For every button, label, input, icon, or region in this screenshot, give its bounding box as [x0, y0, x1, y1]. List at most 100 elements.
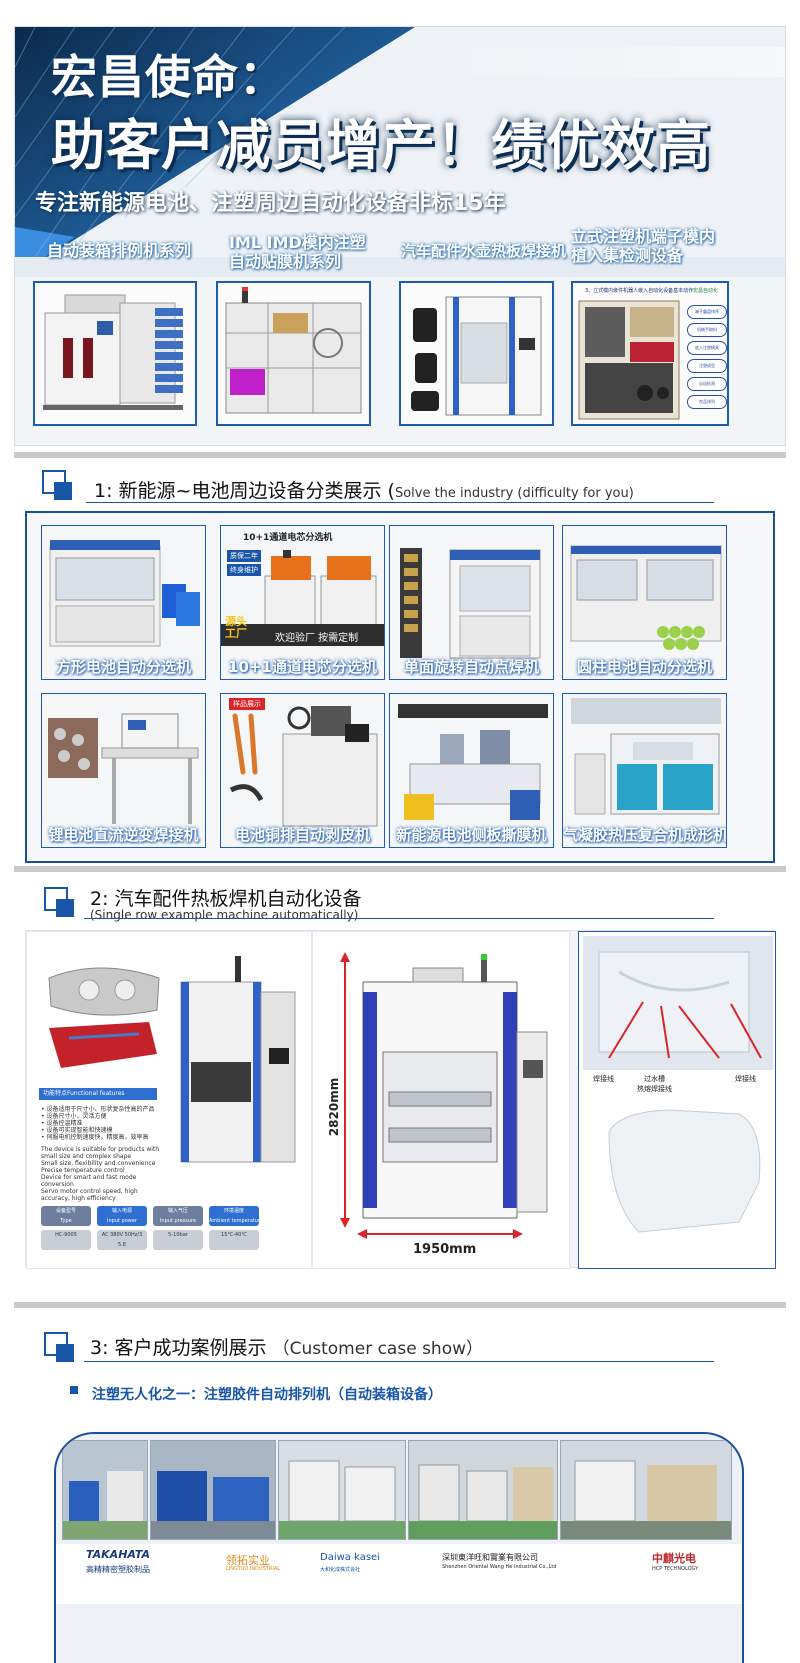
weld-label: 焊接线: [593, 1075, 614, 1083]
product-card-label: 方形电池自动分选机: [55, 658, 191, 676]
feature-cn: • 设备尺寸小，灵活方便: [41, 1113, 107, 1120]
logo-daiwa-sub: 大和化成株式会社: [320, 1567, 361, 1573]
case-photo: [278, 1440, 406, 1540]
iml-machine-illustration: [225, 287, 362, 414]
section-2-title-text: 汽车配件热板焊机自动化设备: [114, 888, 362, 910]
section-1-subtitle: Solve the industry (difficulty for you): [394, 486, 634, 501]
diagram-step: 良品排列: [687, 395, 727, 409]
cylinder-battery-sorter-image: [570, 545, 722, 650]
spec-value: HC-9005: [41, 1230, 91, 1250]
feature-cn: • 设备可实现智能和快速模: [41, 1127, 113, 1134]
diagram-step: 注塑成型: [687, 359, 727, 373]
diagram-step: 自动检测: [687, 377, 727, 391]
product-card-label: 新能源电池侧板撕膜机: [396, 826, 547, 844]
section-1-number: 1:: [94, 480, 113, 502]
section-1-title: 1: 新能源~电池周边设备分类展示 (Solve the industry (d…: [94, 476, 634, 503]
weld-detail: 焊接线 过水槽 热熔焊接线 焊接线: [578, 931, 776, 1269]
dimension-drawing: [340, 952, 548, 1239]
section-divider: [14, 1302, 786, 1308]
logo-wanghe: 深圳東洋旺和實業有限公司: [442, 1553, 538, 1562]
cell2-tag: 质保二年: [227, 550, 261, 562]
logo-takahata: TAKAHATA: [86, 1548, 151, 1561]
hero-banner: 宏昌使命： 助客户减员增产！绩优效高 专注新能源电池、注塑周边自动化设备非标15…: [14, 26, 786, 446]
channel-sorter-image: [264, 550, 377, 632]
hero-title-line1: 宏昌使命：: [51, 50, 286, 104]
product-card: 单面旋转自动点焊机: [389, 525, 554, 680]
case-photo: [408, 1440, 558, 1540]
product-card-label: 锂电池直流逆变焊接机: [48, 826, 199, 844]
feature-en: Device for smart and fast mode conversio…: [41, 1174, 137, 1188]
packing-machine-illustration: [43, 294, 183, 410]
case-headline: 注塑无人化之一：注塑胶件自动排列机（自动装箱设备）: [92, 1387, 442, 1403]
bullet-square-icon: [70, 1386, 78, 1394]
hero-product-image-4: 3、立式模内嵌件机器人嵌入自动化设备基本动作 宏昌自动化 端子震盘排序 机械手取…: [571, 281, 729, 426]
product-card: 圆柱电池自动分选机: [562, 525, 727, 680]
diagram-steps: 端子震盘排序 机械手取料 放入注塑模具 注塑成型 自动检测 良品排列: [687, 305, 727, 409]
hero-product-image-3: [399, 281, 554, 426]
section-3-underline: [84, 1361, 714, 1362]
logo-zhongqi-sub: HCP TECHNOLOGY: [652, 1566, 699, 1572]
cell2-banner-source: 源头 工厂: [225, 615, 247, 640]
product-card-label: 气凝胶热压复合机成形机: [563, 826, 727, 844]
case-photo: [150, 1440, 276, 1540]
hero-subtitle: 专注新能源电池、注塑周边自动化设备非标15年: [35, 191, 506, 216]
cell2-banner: 源头 工厂 欢迎验厂 按需定制: [221, 616, 384, 646]
weld-label: 过水槽 热熔焊接线: [637, 1075, 672, 1093]
inverter-welder-image: [48, 713, 199, 824]
logo-zhongqi: 中麒光电: [652, 1552, 696, 1565]
hero-product-image-1: [33, 281, 197, 426]
section-1-title-text: 新能源~电池周边设备分类展示: [118, 480, 382, 502]
product-card: 10+1通道电芯分选机 质保二年 终身维护 源头 工厂 欢迎验厂 按需定制 10…: [220, 525, 385, 680]
product-card: 气凝胶热压复合机成形机: [562, 693, 727, 848]
logo-daiwa: Daiwa kasei: [320, 1552, 380, 1563]
welder-spec-sheet: 功能特点Functional features • 设备适用于尺寸小、形状复杂性…: [26, 931, 312, 1269]
feature-en: The device is suitable for products with…: [41, 1146, 160, 1160]
customer-case-gallery: TAKAHATA 高精精密塑胶制品 领拓实业 LINGTUO INDUSTRIA…: [54, 1432, 744, 1663]
vertical-molding-illustration: [578, 300, 680, 420]
spec-value: AC 380V 50Hz/3 5.8: [97, 1230, 147, 1250]
hot-plate-welder-machine-image: [180, 956, 296, 1163]
hero-caption-4: 立式注塑机端子模内 植入集检测设备: [571, 227, 716, 265]
feature-en: Precise temperature control: [41, 1167, 125, 1174]
hot-plate-welder-illustration: [411, 296, 542, 416]
section-divider: [14, 452, 786, 458]
diagram-step: 放入注塑模具: [687, 341, 727, 355]
hero-caption-2: IML IMD模内注塑 自动贴膜机系列: [229, 233, 366, 271]
film-removal-machine-image: [398, 704, 548, 820]
logo-wanghe-sub: Shenzhen Oriental Wang He Industrial Co.…: [442, 1564, 557, 1570]
product-card: 样品展示 电池铜排自动剥皮机: [220, 693, 385, 848]
feature-cn: • 设备控温精准: [41, 1120, 83, 1127]
weld-label: 焊接线: [735, 1075, 756, 1083]
feature-cn: • 伺服电机控制速度快，精度高，效率高: [41, 1134, 149, 1141]
product-card: 新能源电池侧板撕膜机: [389, 693, 554, 848]
product-card-label: 电池铜排自动剥皮机: [234, 826, 370, 844]
diagram-title: 3、立式模内嵌件机器人嵌入自动化设备基本动作: [585, 288, 694, 294]
section-2-subtitle: (Single row example machine automaticall…: [90, 908, 359, 922]
product-card: 方形电池自动分选机: [41, 525, 206, 680]
rotary-spot-welder-image: [400, 548, 541, 659]
section-2-underline: [84, 918, 714, 919]
section-2-panel: 功能特点Functional features • 设备适用于尺寸小、形状复杂性…: [25, 930, 776, 1269]
section-1-subtitle-paren: (: [387, 480, 395, 502]
logo-lingtuo-sub: LINGTUO INDUSTRIAL: [226, 1566, 281, 1572]
copper-bar-stripper-image: [229, 706, 378, 827]
section-3-title-text: 客户成功案例展示: [114, 1337, 267, 1359]
features-en: The device is suitable for products with…: [41, 1146, 161, 1202]
hero-title-line2: 助客户减员增产！绩优效高: [51, 114, 711, 177]
section-divider: [14, 866, 786, 872]
cell2-banner-text: 欢迎验厂 按需定制: [275, 633, 359, 644]
spec-value: 15℃-40℃: [209, 1230, 259, 1250]
cell2-top-title: 10+1通道电芯分选机: [243, 533, 333, 543]
product-card-label: 圆柱电池自动分选机: [576, 658, 712, 676]
weld-detail-image: [583, 936, 773, 1233]
logo-takahata-sub: 高精精密塑胶制品: [86, 1565, 150, 1574]
diagram-step: 机械手取料: [687, 323, 727, 337]
section-3-title: 3: 客户成功案例展示 （Customer case show）: [90, 1333, 483, 1360]
spec-header: 环境温度 Ambient temperature: [209, 1206, 264, 1226]
logo-lingtuo: 领拓实业: [226, 1554, 270, 1567]
spec-value: 5-10bar: [153, 1230, 203, 1250]
product-card-label: 单面旋转自动点焊机: [403, 658, 539, 676]
section-3-subtitle: （Customer case show）: [272, 1339, 484, 1359]
customer-logos: TAKAHATA 高精精密塑胶制品 领拓实业 LINGTUO INDUSTRIA…: [56, 1544, 742, 1604]
